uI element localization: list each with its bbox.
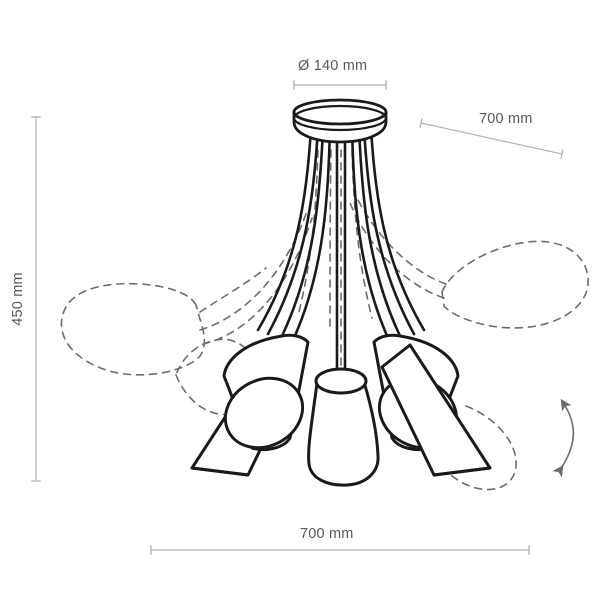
canopy-inner-ellipse (292, 104, 388, 132)
shade-right-outer (380, 343, 492, 477)
dimension-line-drop (419, 118, 564, 159)
ghost-shade-far-left (60, 282, 206, 376)
shade-center-top-ellipse (314, 367, 368, 395)
shade-center (307, 367, 380, 487)
dimension-label-diameter: Ø 140 mm (298, 58, 368, 74)
ghost-arm-far-left (199, 213, 307, 331)
rotation-arrow-icon (552, 398, 575, 478)
dimension-label-drop: 700 mm (479, 111, 533, 127)
shade-left-inner (222, 333, 310, 452)
dimension-label-height: 450 mm (9, 272, 26, 326)
ceiling-canopy (292, 98, 388, 144)
arm-right-outer-edge-a (369, 126, 426, 332)
dimension-lines (31, 80, 564, 555)
shade-center-body (307, 380, 380, 487)
arm-left-outer-edge-b (266, 126, 320, 336)
arm-left-inner-edge-a (280, 126, 325, 338)
ghost-shade-mid-left (199, 267, 267, 313)
shade-right-outer-mouth (433, 466, 491, 477)
lamp-shades (190, 333, 492, 487)
ghost-arm-far-right-2 (353, 191, 447, 285)
hidden-rod-2 (329, 149, 332, 331)
canopy-top-ellipse (292, 98, 388, 126)
lamp-arms (256, 126, 426, 382)
arm-left-outer-edge-a (256, 126, 313, 332)
arm-left-inner-edge-b (292, 126, 332, 340)
arm-right-inner-edge-b (350, 126, 390, 340)
hidden-rod-3 (351, 149, 373, 319)
shade-left-outer-mouth (191, 466, 249, 477)
shade-left-inner-mouth (223, 376, 305, 450)
arm-right-outer-edge-b (362, 126, 416, 336)
ghost-shade-far-right (441, 240, 589, 329)
dimension-label-width: 700 mm (300, 526, 354, 542)
ghost-shade-mid-left-body (175, 338, 260, 416)
arm-right-inner-edge-a (357, 126, 402, 338)
